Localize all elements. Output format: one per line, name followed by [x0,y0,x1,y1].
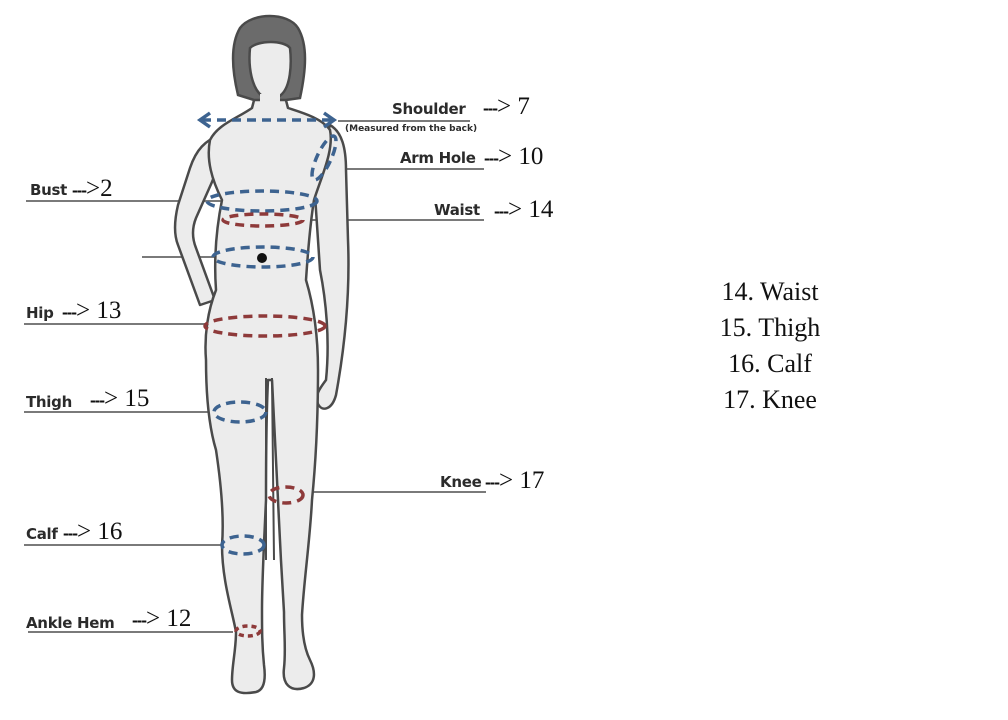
measure-marks [196,111,338,638]
label-shoulder-note: (Measured from the back) [345,124,478,134]
arrow-head: > [497,143,513,170]
label-ankle-hem: Ankle Hem [26,614,115,632]
arrow-head: > [498,467,514,494]
value-text: 2 [100,175,113,202]
value-text: 12 [166,605,192,632]
label-bust: Bust [30,181,68,199]
thigh-mark [212,400,268,424]
knee-mark [267,485,305,505]
label-hip: Hip [26,304,54,322]
value-thigh: ---> 15 [90,385,149,413]
label-arm-hole: Arm Hole [400,149,476,167]
arrow-dashes: --- [494,202,509,221]
value-text: 16 [97,518,123,545]
hip-mark [203,314,327,338]
legend-item: 16. Calf [728,349,812,378]
arrow-head: > [103,385,119,412]
value-text: 13 [96,297,122,324]
value-knee: ---> 17 [485,467,544,495]
label-thigh: Thigh [26,393,72,411]
arrow-dashes: --- [485,473,500,492]
measurement-legend: 14. Waist 15. Thigh 16. Calf 17. Knee [700,274,840,418]
value-calf: ---> 16 [63,518,122,546]
label-knee: Knee [440,473,482,491]
waist-mark [211,245,315,269]
arrow-dashes: --- [72,181,87,200]
value-ankle-hem: ---> 12 [132,605,191,633]
legend-item: 17. Knee [723,385,817,414]
value-shoulder: ---> 7 [483,93,530,121]
value-text: 17 [519,467,545,494]
head [231,14,307,108]
value-hip: ---> 13 [62,297,121,325]
arrow-head: > [507,196,523,223]
value-bust: --->2 [72,175,113,203]
calf-mark [220,534,266,556]
ankle-mark [234,624,262,638]
label-calf: Calf [26,525,58,543]
waist-upper-mark [221,212,305,228]
bust-mark [205,189,319,213]
value-waist: ---> 14 [494,196,553,224]
navel-dot [257,253,267,263]
value-arm-hole: ---> 10 [484,143,543,171]
arrow-head: > [496,93,512,120]
body-silhouette [173,83,350,695]
arrow-head: > [76,518,92,545]
arrow-head: > [85,175,101,202]
label-shoulder-text: Shoulder [392,100,466,118]
arrow-head: > [75,297,91,324]
label-waist: Waist [434,201,480,219]
leg-separator [265,377,275,561]
arrow-dashes: --- [90,391,105,410]
value-text: 15 [124,385,150,412]
arrow-dashes: --- [132,611,147,630]
arrow-dashes: --- [483,99,498,118]
value-text: 10 [518,143,544,170]
arrow-dashes: --- [63,524,78,543]
armhole-mark [310,134,338,182]
arrow-head: > [145,605,161,632]
legend-item: 14. Waist [721,277,819,306]
arrow-dashes: --- [62,303,77,322]
value-text: 7 [517,93,530,120]
legend-item: 15. Thigh [719,313,821,342]
value-text: 14 [528,196,554,223]
arrow-dashes: --- [484,149,499,168]
label-shoulder: Shoulder [392,100,466,118]
